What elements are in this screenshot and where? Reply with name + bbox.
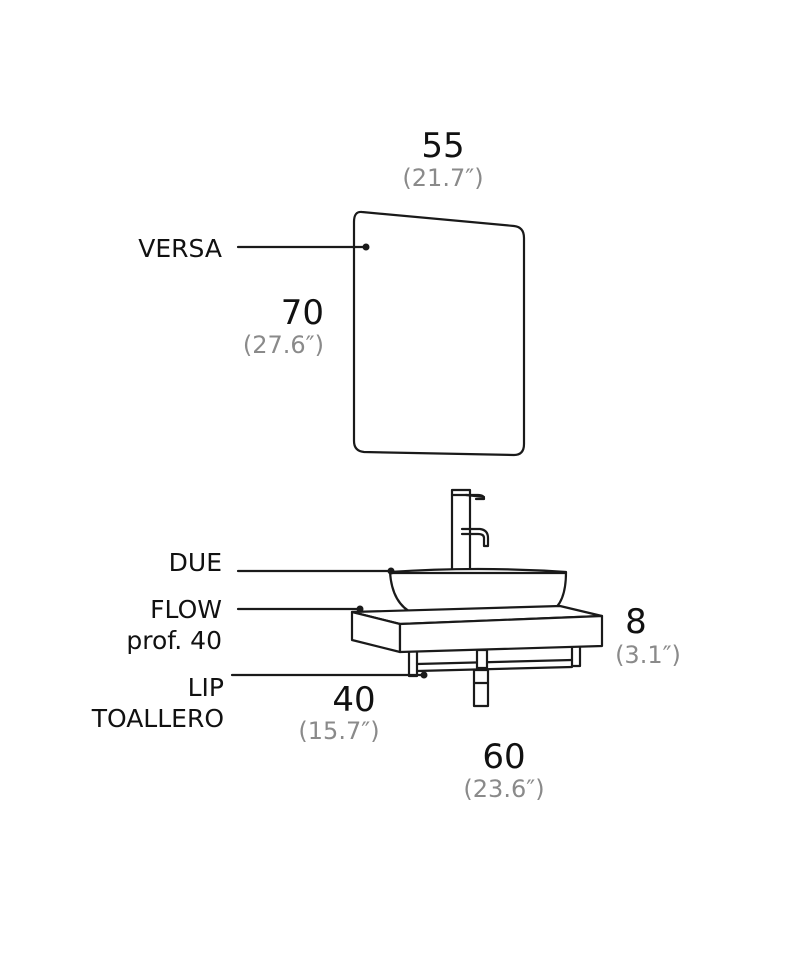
shelf-width-value: 60 [482,737,526,777]
flow-label: FLOW [150,595,222,624]
shelf [350,604,604,654]
leader-dot-due [387,567,395,575]
shelf-depth-value: 40 [332,680,376,720]
leader-dot-lip [420,671,428,679]
mirror-height-inches: (27.6″) [242,331,324,359]
shelf-width-inches: (23.6″) [463,775,545,803]
shelf-thickness-inches: (3.1″) [615,641,681,669]
shelf-depth-inches: (15.7″) [298,717,380,745]
due-label: DUE [168,548,222,577]
leader-dot-versa [362,243,370,251]
mirror-width-inches: (21.7″) [402,164,484,192]
mirror-height-value: 70 [280,293,324,333]
toallero-label: TOALLERO [91,704,224,733]
versa-label: VERSA [138,234,222,263]
mirror-outline [352,210,526,457]
leader-dot-flow [356,605,364,613]
drain-pipe [472,648,490,708]
shelf-thickness-value: 8 [625,602,647,642]
faucet [450,488,490,572]
flow-depth-note: prof. 40 [126,626,222,655]
mirror-width-value: 55 [421,126,465,166]
lip-label: LIP [187,673,224,702]
